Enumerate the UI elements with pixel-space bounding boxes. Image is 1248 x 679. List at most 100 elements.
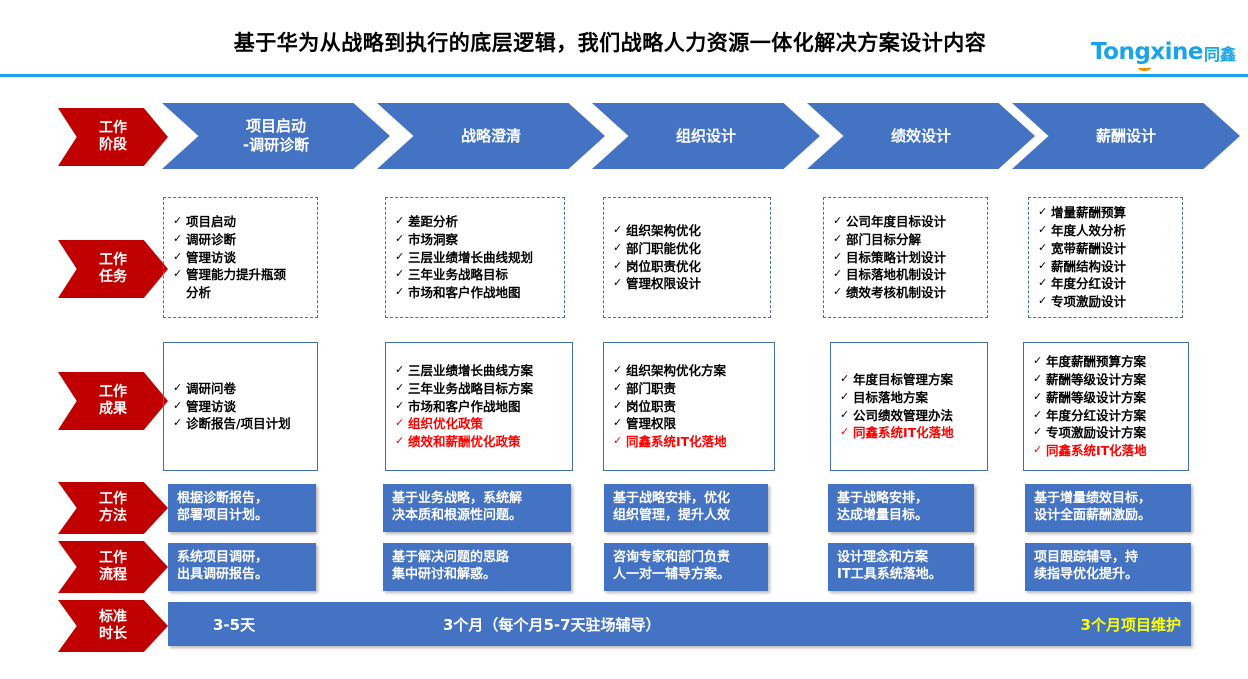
- checklist: ✓项目启动✓调研诊断✓管理访谈✓管理能力提升瓶颈 分析: [164, 213, 317, 302]
- check-icon: ✓: [1038, 258, 1048, 272]
- check-icon: ✓: [395, 249, 405, 263]
- logo-latin-text: Tongxine: [1091, 39, 1203, 65]
- check-icon: ✓: [395, 267, 405, 281]
- phase-chevron-1[interactable]: 项目启动-调研诊断: [162, 103, 390, 169]
- list-item-label: 管理权限设计: [626, 276, 702, 292]
- list-item: ✓管理权限: [613, 415, 768, 433]
- phase-label-line: 薪酬设计: [1095, 126, 1156, 145]
- process-box-3: 咨询专家和部门负责 人一对一辅导方案。: [604, 543, 768, 591]
- list-item-label: 绩效和薪酬优化政策: [408, 434, 521, 450]
- list-item: ✓部门职能优化: [613, 240, 764, 258]
- list-item: ✓公司绩效管理办法: [840, 407, 981, 425]
- row-label-line: 成果: [99, 401, 127, 417]
- check-icon: ✓: [173, 249, 183, 263]
- check-icon: ✓: [833, 249, 843, 263]
- list-item: ✓薪酬等级设计方案: [1033, 371, 1182, 389]
- phase-chevron-2[interactable]: 战略澄清: [377, 103, 605, 169]
- list-item-label: 薪酬结构设计: [1051, 258, 1127, 274]
- list-item: ✓部门目标分解: [833, 231, 981, 249]
- list-item: ✓宽带薪酬设计: [1038, 240, 1176, 258]
- list-item: ✓年度分红设计方案: [1033, 407, 1182, 425]
- list-item: ✓市场和客户作战地图: [395, 398, 566, 416]
- check-icon: ✓: [613, 223, 623, 236]
- list-item: ✓目标落地机制设计: [833, 266, 981, 284]
- phase-chevron-4[interactable]: 绩效设计: [807, 103, 1035, 169]
- check-icon: ✓: [1033, 354, 1043, 368]
- list-item-label: 管理访谈: [186, 249, 237, 265]
- list-item: ✓同鑫系统IT化落地: [840, 424, 981, 442]
- check-icon: ✓: [613, 363, 623, 377]
- task-box-2: ✓差距分析✓市场洞察✓三层业绩增长曲线规划✓三年业务战略目标✓市场和客户作战地图: [385, 197, 565, 318]
- phase-label-line: 组织设计: [675, 126, 736, 145]
- method-box-2: 基于业务战略，系统解 决本质和根源性问题。: [383, 484, 571, 532]
- list-item-label: 同鑫系统IT化落地: [1046, 443, 1147, 458]
- list-item-label: 三层业绩增长曲线规划: [408, 249, 534, 265]
- row-label-duration: 标准时长: [58, 600, 168, 652]
- check-icon: ✓: [833, 285, 843, 299]
- list-item: ✓薪酬等级设计方案: [1033, 389, 1182, 407]
- check-icon: ✓: [1033, 389, 1043, 403]
- row-label-line: 方法: [99, 508, 127, 524]
- list-item: ✓组织架构优化方案: [613, 362, 768, 380]
- checklist: ✓增量薪酬预算✓年度人效分析✓宽带薪酬设计✓薪酬结构设计✓年度分红设计✓专项激励…: [1029, 204, 1182, 311]
- method-box-4: 基于战略安排， 达成增量目标。: [828, 484, 974, 532]
- phase-label-line: 项目启动: [245, 117, 306, 136]
- check-icon: ✓: [395, 231, 405, 245]
- list-item-label: 年度分红设计: [1051, 276, 1127, 292]
- check-icon: ✓: [1033, 425, 1043, 439]
- check-icon: ✓: [1033, 372, 1043, 385]
- row-label-result: 工作成果: [58, 372, 168, 430]
- list-item-label: 公司年度目标设计: [846, 214, 947, 230]
- list-item: ✓组织架构优化: [613, 222, 764, 240]
- list-item: ✓薪酬结构设计: [1038, 258, 1176, 276]
- list-item-label: 同鑫系统IT化落地: [626, 434, 727, 450]
- result-box-5: ✓年度薪酬预算方案✓薪酬等级设计方案✓薪酬等级设计方案✓年度分红设计方案✓专项激…: [1023, 342, 1189, 471]
- check-icon: ✓: [613, 416, 623, 430]
- duration-bar: 3-5天 3个月（每个月5-7天驻场辅导） 3个月项目维护: [168, 602, 1191, 646]
- process-box-5: 项目跟踪辅导，持 续指导优化提升。: [1025, 543, 1191, 591]
- row-label-line: 标准: [99, 609, 127, 626]
- task-box-4: ✓公司年度目标设计✓部门目标分解✓目标策略计划设计✓目标落地机制设计✓绩效考核机…: [823, 197, 988, 318]
- task-box-5: ✓增量薪酬预算✓年度人效分析✓宽带薪酬设计✓薪酬结构设计✓年度分红设计✓专项激励…: [1028, 197, 1183, 318]
- check-icon: ✓: [1038, 223, 1048, 236]
- check-icon: ✓: [395, 214, 405, 228]
- checklist: ✓差距分析✓市场洞察✓三层业绩增长曲线规划✓三年业务战略目标✓市场和客户作战地图: [386, 213, 564, 302]
- row-label-line: 工作: [99, 120, 127, 137]
- row-label-line: 任务: [99, 269, 127, 285]
- check-icon: ✓: [833, 267, 843, 281]
- check-icon: ✓: [395, 380, 405, 394]
- check-icon: ✓: [613, 240, 623, 254]
- list-item-label: 年度目标管理方案: [853, 372, 954, 387]
- check-icon: ✓: [1038, 294, 1048, 307]
- check-icon: ✓: [395, 434, 405, 448]
- row-label-task: 工作任务: [58, 240, 168, 298]
- phase-chevron-3[interactable]: 组织设计: [592, 103, 820, 169]
- logo-smile-icon: [1138, 64, 1152, 71]
- check-icon: ✓: [395, 285, 405, 299]
- phase-chevron-5[interactable]: 薪酬设计: [1012, 103, 1240, 169]
- list-item: ✓调研诊断: [173, 231, 311, 249]
- list-item-label: 部门目标分解: [846, 231, 922, 247]
- list-item: ✓部门职责: [613, 380, 768, 398]
- check-icon: ✓: [1038, 240, 1048, 254]
- list-item-label: 市场洞察: [408, 231, 459, 247]
- checklist: ✓公司年度目标设计✓部门目标分解✓目标策略计划设计✓目标落地机制设计✓绩效考核机…: [824, 213, 987, 302]
- check-icon: ✓: [833, 231, 843, 245]
- check-icon: ✓: [613, 380, 623, 394]
- list-item: ✓项目启动: [173, 213, 311, 231]
- process-box-4: 设计理念和方案 IT工具系统落地。: [828, 543, 974, 591]
- result-box-1: ✓调研问卷✓管理访谈✓诊断报告/项目计划: [163, 342, 318, 471]
- checklist: ✓组织架构优化✓部门职能优化✓岗位职责优化✓管理权限设计: [604, 222, 770, 293]
- list-item-label: 专项激励设计: [1051, 294, 1127, 309]
- process-box-1: 系统项目调研， 出具调研报告。: [168, 543, 316, 591]
- check-icon: ✓: [1038, 205, 1048, 219]
- list-item-label: 部门职责: [626, 380, 677, 396]
- phase-label-line: -调研诊断: [242, 136, 310, 154]
- list-item-label: 宽带薪酬设计: [1051, 240, 1127, 256]
- list-item-label: 管理权限: [626, 416, 677, 432]
- checklist: ✓年度薪酬预算方案✓薪酬等级设计方案✓薪酬等级设计方案✓年度分红设计方案✓专项激…: [1024, 353, 1188, 460]
- result-box-4: ✓年度目标管理方案✓目标落地方案✓公司绩效管理办法✓同鑫系统IT化落地: [830, 342, 988, 471]
- list-item-label: 公司绩效管理办法: [853, 407, 954, 423]
- list-item-label: 组织架构优化: [626, 223, 702, 238]
- check-icon: ✓: [840, 389, 850, 403]
